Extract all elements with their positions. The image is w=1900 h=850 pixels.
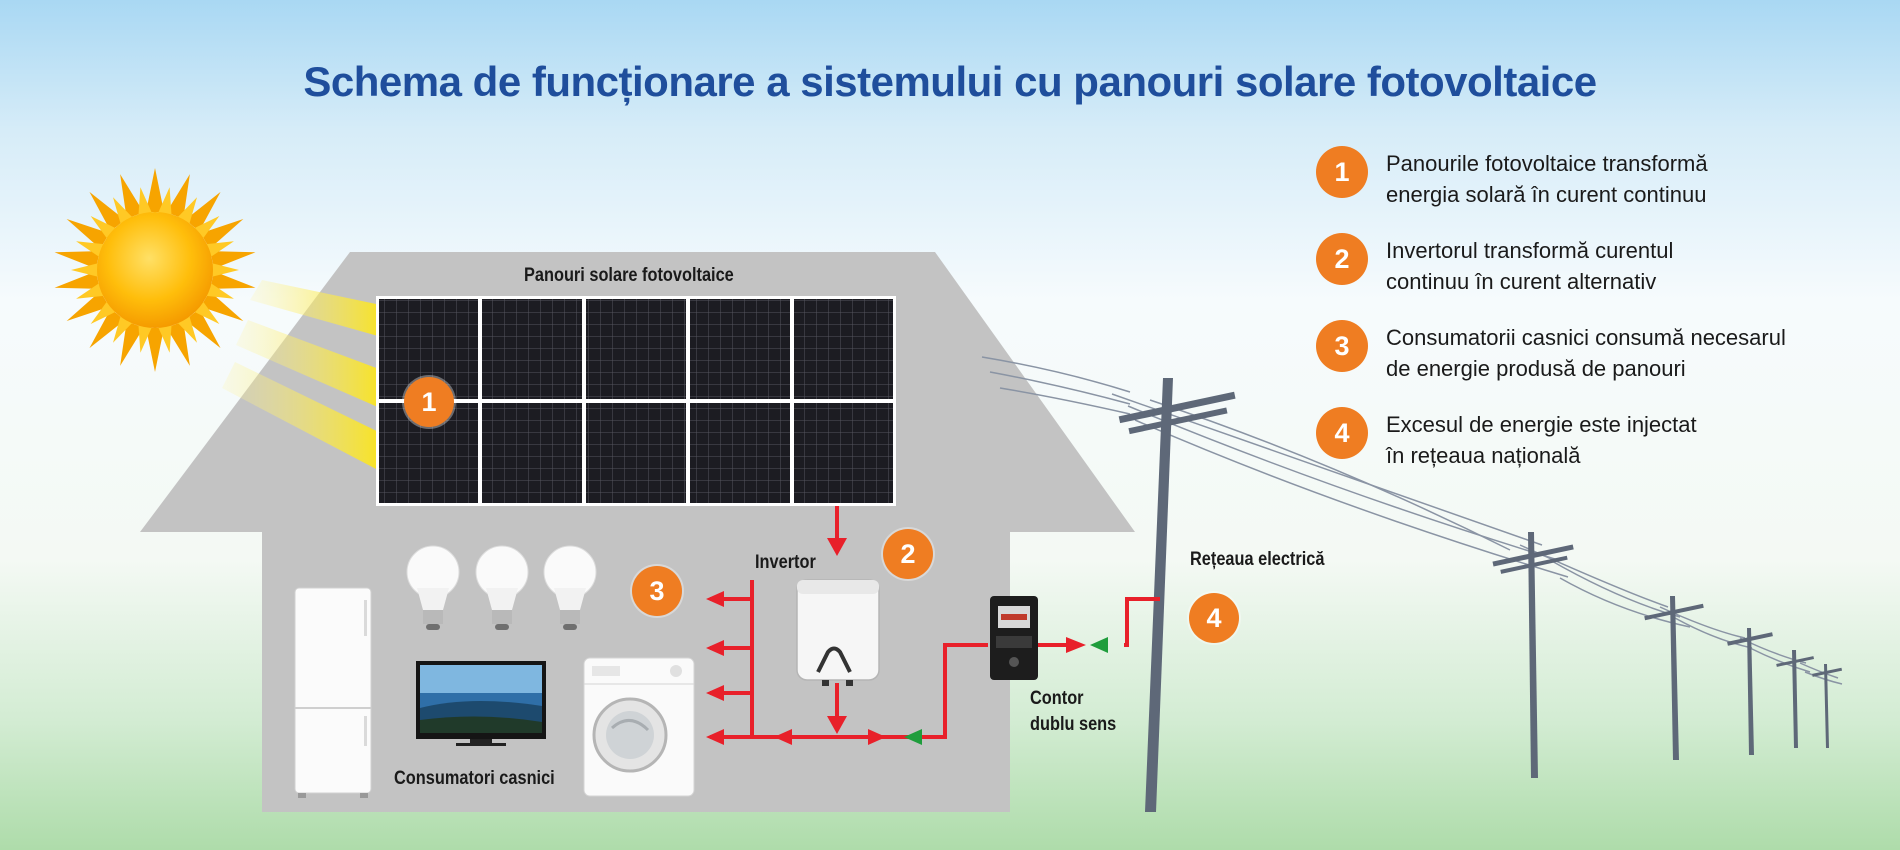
- step-badge-3: 3: [632, 566, 682, 616]
- meter-label-line2: dublu sens: [1030, 714, 1117, 735]
- meter-label-line1: Contor: [1030, 688, 1084, 709]
- utility-pole-icon: [1492, 532, 1574, 778]
- light-bulb-icon: [543, 545, 597, 630]
- step-badge-4: 4: [1189, 593, 1239, 643]
- legend: 1 Panourile fotovoltaice transformă ener…: [1316, 146, 1876, 496]
- step-badge-2: 2: [883, 529, 933, 579]
- inverter-label: Invertor: [755, 552, 816, 573]
- light-bulb-icon: [475, 545, 529, 630]
- light-bulb-icon: [406, 545, 460, 630]
- legend-badge: 1: [1316, 146, 1368, 198]
- grid-label: Rețeaua electrică: [1190, 549, 1325, 570]
- tv-icon: [416, 661, 546, 746]
- consumers-label: Consumatori casnici: [394, 768, 555, 789]
- solar-panel-module: [690, 299, 790, 399]
- export-arrows: [904, 637, 1108, 745]
- solar-panel-module: [482, 299, 582, 399]
- legend-text-line: energia solară în curent continuu: [1386, 182, 1707, 207]
- legend-text-line: Consumatorii casnici consumă necesarul: [1386, 325, 1786, 350]
- utility-pole-icon: [1812, 664, 1843, 748]
- electric-meter-icon: [990, 596, 1038, 680]
- page-title: Schema de funcționare a sistemului cu pa…: [303, 58, 1597, 105]
- legend-text: Excesul de energie este injectat în rețe…: [1386, 409, 1697, 471]
- legend-text: Invertorul transformă curentul continuu …: [1386, 235, 1673, 297]
- legend-badge: 3: [1316, 320, 1368, 372]
- legend-badge: 2: [1316, 233, 1368, 285]
- legend-text-line: în rețeaua națională: [1386, 443, 1581, 468]
- legend-text-line: Invertorul transformă curentul: [1386, 238, 1674, 263]
- washing-machine-icon: [583, 657, 695, 797]
- utility-pole-icon: [1727, 628, 1773, 755]
- legend-text-line: Excesul de energie este injectat: [1386, 412, 1697, 437]
- solar-panel-module: [586, 299, 686, 399]
- sun-icon: [54, 168, 256, 372]
- panels-label: Panouri solare fotovoltaice: [524, 265, 734, 286]
- legend-text-line: de energie produsă de panouri: [1386, 356, 1686, 381]
- legend-text-line: continuu în curent alternativ: [1386, 269, 1657, 294]
- legend-item: 1 Panourile fotovoltaice transformă ener…: [1316, 146, 1876, 210]
- utility-pole-icon: [1644, 596, 1704, 760]
- solar-panel-icon: [376, 296, 896, 506]
- solar-panel-module: [794, 403, 893, 503]
- solar-panel-module: [690, 403, 790, 503]
- solar-panel-module: [794, 299, 893, 399]
- inverter-icon: [796, 579, 880, 686]
- flow-arrows: [706, 538, 1086, 745]
- step-badge-1: 1: [404, 377, 454, 427]
- utility-pole-icon: [1118, 378, 1236, 812]
- legend-item: 2 Invertorul transformă curentul continu…: [1316, 233, 1876, 297]
- legend-badge: 4: [1316, 407, 1368, 459]
- solar-panel-module: [586, 403, 686, 503]
- legend-item: 4 Excesul de energie este injectat în re…: [1316, 407, 1876, 471]
- fridge-icon: [294, 587, 372, 798]
- solar-panel-module: [482, 403, 582, 503]
- legend-text: Consumatorii casnici consumă necesarul d…: [1386, 322, 1786, 384]
- sun-beams: [222, 280, 395, 470]
- utility-pole-icon: [1776, 650, 1815, 748]
- legend-text: Panourile fotovoltaice transformă energi…: [1386, 148, 1708, 210]
- legend-text-line: Panourile fotovoltaice transformă: [1386, 151, 1708, 176]
- legend-item: 3 Consumatorii casnici consumă necesarul…: [1316, 320, 1876, 384]
